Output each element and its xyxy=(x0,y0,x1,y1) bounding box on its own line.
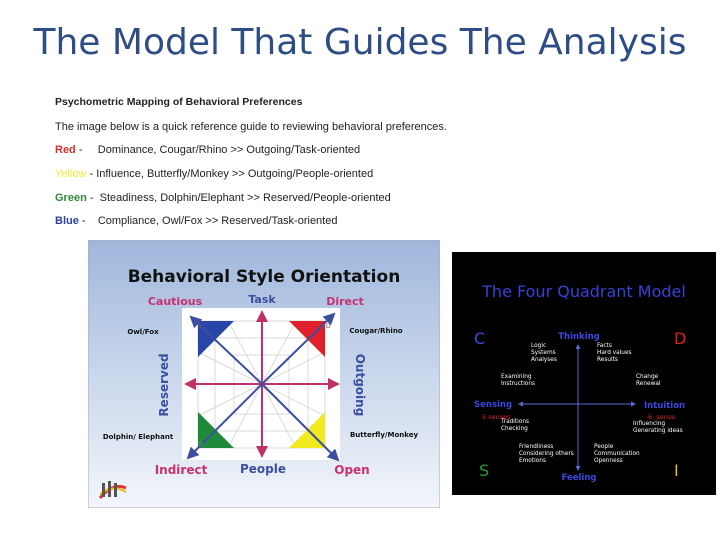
legend-row-green: Green - Steadiness, Dolphin/Elephant >> … xyxy=(55,192,391,204)
blue-triangle xyxy=(198,321,234,357)
legend-heading: Psychometric Mapping of Behavioral Prefe… xyxy=(55,96,303,108)
quadrant-note: Logic xyxy=(531,343,546,349)
corner-d: D xyxy=(326,323,331,330)
sep: - xyxy=(78,215,86,227)
row-text: Dominance, Cougar/Rhino >> Outgoing/Task… xyxy=(97,144,361,156)
diagram-title: Behavioral Style Orientation xyxy=(128,267,401,287)
label-thinking: Thinking xyxy=(558,332,600,342)
row-text: Steadiness, Dolphin/Elephant >> Reserved… xyxy=(99,192,391,204)
color-label: Green xyxy=(55,192,87,204)
behavioral-style-diagram: Behavioral Style Orientation C D S Cauti… xyxy=(87,239,441,509)
quadrant-note: Traditions xyxy=(500,419,529,425)
label-people: People xyxy=(240,462,286,476)
quadrant-title: The Four Quadrant Model xyxy=(481,282,686,301)
color-label: Red xyxy=(55,144,76,156)
label-6-sense: 6. sense xyxy=(648,413,675,421)
legend-intro: The image below is a quick reference gui… xyxy=(55,121,447,133)
quadrant-note: Change xyxy=(636,374,659,380)
label-butterfly-monkey: Butterfly/Monkey xyxy=(350,431,418,439)
label-reserved: Reserved xyxy=(157,353,171,416)
label-dolphin-elephant: Dolphin/ Elephant xyxy=(103,433,174,441)
corner-c: C xyxy=(199,323,203,330)
four-quadrant-model: The Four Quadrant Model C D S I Thinking… xyxy=(452,252,716,495)
quadrant-note: Generating ideas xyxy=(633,428,683,434)
label-5-senses: 5 senses xyxy=(482,413,511,421)
quadrant-i: I xyxy=(674,461,679,480)
quadrant-note: Renewal xyxy=(636,381,661,387)
quadrant-note: Analyses xyxy=(531,357,557,363)
quadrant-note: Hard values xyxy=(597,350,632,356)
quadrant-note: Communication xyxy=(594,451,640,457)
quadrant-note: Results xyxy=(597,357,618,363)
legend-row-red: Red - Dominance, Cougar/Rhino >> Outgoin… xyxy=(55,144,360,156)
quadrant-c: C xyxy=(474,329,485,348)
label-sensing: Sensing xyxy=(474,400,512,410)
slide-title: The Model That Guides The Analysis xyxy=(33,22,687,63)
sep: - xyxy=(75,144,83,156)
logo-icon xyxy=(98,481,127,499)
quadrant-note: Friendliness xyxy=(519,444,553,450)
label-outgoing: Outgoing xyxy=(353,354,367,417)
color-label: Yellow xyxy=(55,168,87,180)
color-label: Blue xyxy=(55,215,79,227)
quadrant-s: S xyxy=(479,461,489,480)
label-open: Open xyxy=(334,463,369,477)
label-direct: Direct xyxy=(326,295,364,308)
label-task: Task xyxy=(248,293,276,306)
quadrant-note: Considering others xyxy=(519,451,574,457)
label-indirect: Indirect xyxy=(155,463,208,477)
legend-row-blue: Blue - Compliance, Owl/Fox >> Reserved/T… xyxy=(55,215,337,227)
label-owl-fox: Owl/Fox xyxy=(127,328,159,336)
row-text: Compliance, Owl/Fox >> Reserved/Task-ori… xyxy=(97,215,338,227)
label-cautious: Cautious xyxy=(148,295,203,308)
quadrant-d: D xyxy=(674,329,686,348)
quadrant-note: Systems xyxy=(531,350,556,356)
legend-row-yellow: Yellow - Influence, Butterfly/Monkey >> … xyxy=(55,168,373,180)
diagonal-arrows xyxy=(186,312,340,462)
quadrant-note: Checking xyxy=(501,426,528,432)
row-text: Influence, Butterfly/Monkey >> Outgoing/… xyxy=(96,168,374,180)
quadrant-note: People xyxy=(594,444,614,450)
quadrant-note: Openness xyxy=(594,458,623,464)
label-cougar-rhino: Cougar/Rhino xyxy=(349,327,402,335)
quadrant-note: Facts xyxy=(597,343,612,349)
corner-s: S xyxy=(199,441,203,448)
sep: - xyxy=(86,192,94,204)
label-feeling: Feeling xyxy=(562,473,597,483)
quadrant-note: Emotions xyxy=(519,458,546,464)
axis-arrows xyxy=(184,310,340,458)
quadrant-note: Instructions xyxy=(501,381,535,387)
label-intuition: Intuition xyxy=(644,401,685,411)
sep: - xyxy=(86,168,94,180)
quadrant-note: Influencing xyxy=(633,421,665,427)
quadrant-note: Examining xyxy=(501,374,532,380)
